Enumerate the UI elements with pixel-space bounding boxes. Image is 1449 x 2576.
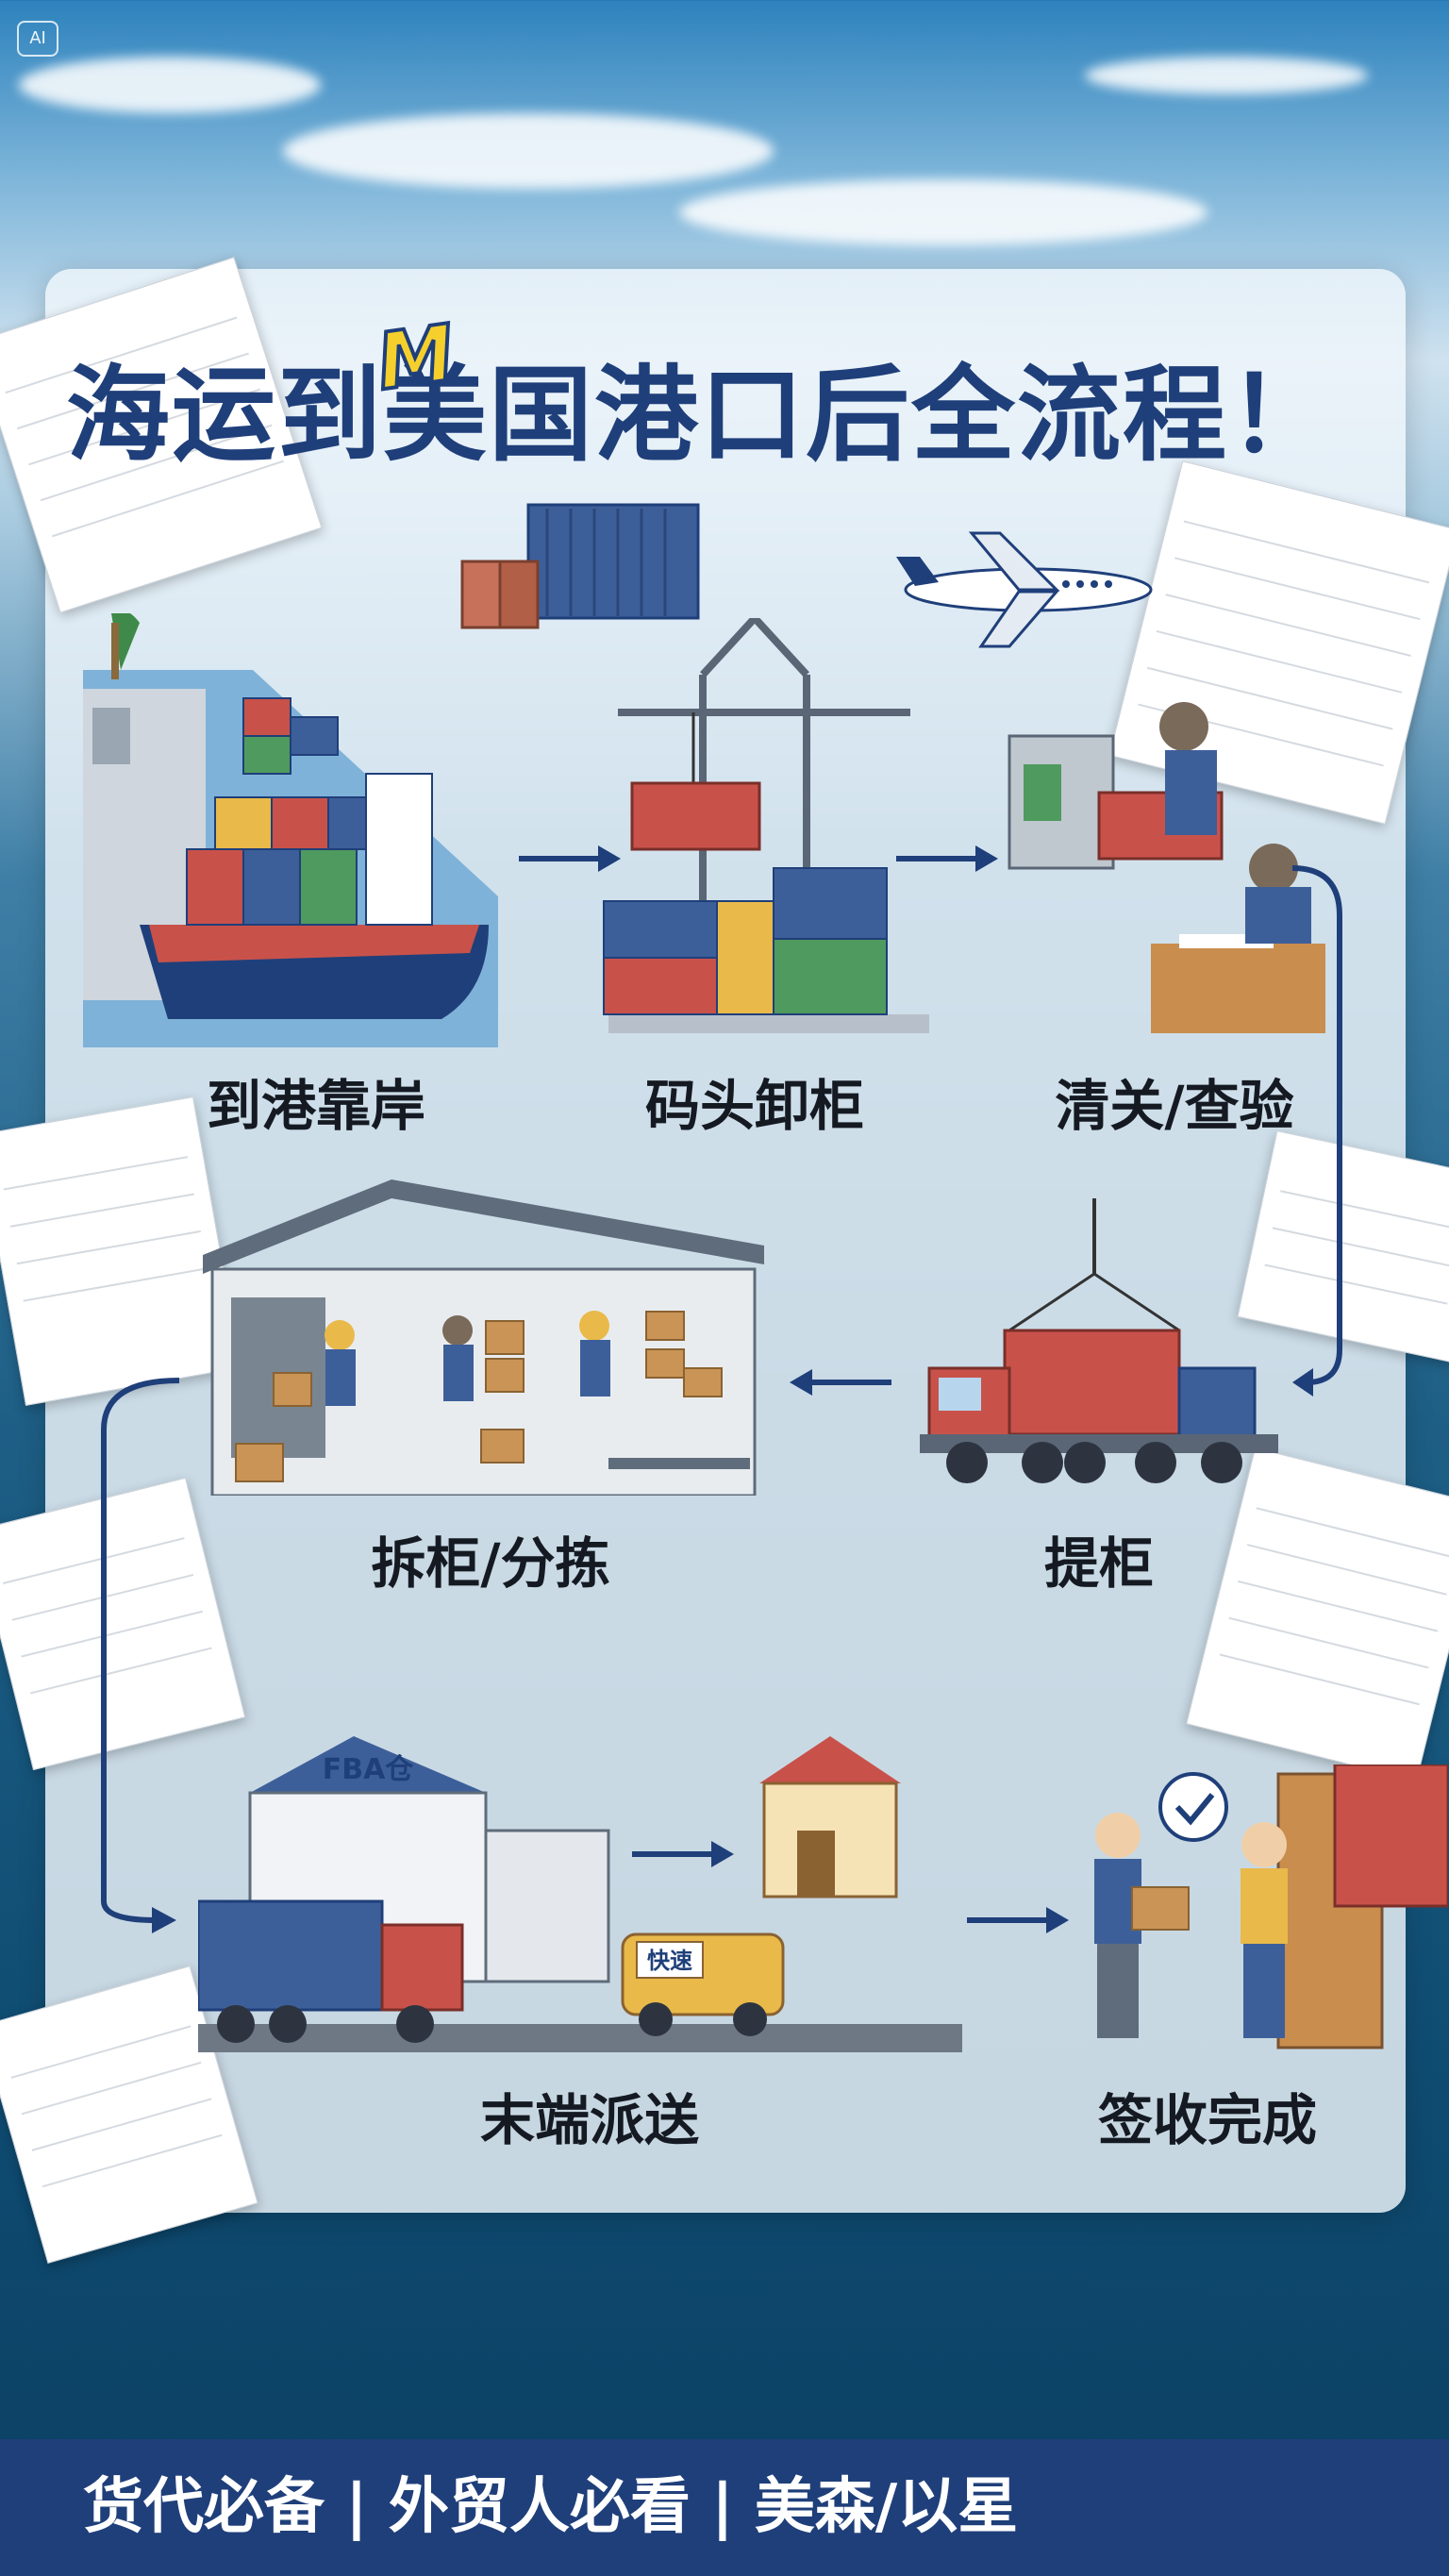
arrow-right-icon	[896, 845, 998, 872]
container-truck-illustration	[920, 1198, 1278, 1483]
crane-illustration	[603, 618, 929, 1033]
ai-badge: AI	[17, 21, 58, 57]
arrow-left-icon	[790, 1369, 891, 1396]
customs-inspection-illustration	[1008, 702, 1325, 1033]
cloud	[679, 179, 1208, 245]
cloud	[283, 113, 774, 189]
title-under-mark: 美	[383, 355, 489, 476]
title-mark: M	[370, 307, 464, 410]
step-label-unloading: 码头卸柜	[644, 1074, 864, 1138]
arrow-right-icon	[632, 1841, 734, 1867]
cargo-ship-illustration	[83, 613, 498, 1047]
top-container-icon	[460, 503, 700, 629]
warehouse-sorting-illustration	[203, 1179, 764, 1496]
step-label-signoff: 签收完成	[1097, 2088, 1317, 2152]
last-mile-delivery-illustration: FBA仓 快速	[198, 1736, 962, 2052]
step-label-devanning: 拆柜/分拣	[371, 1531, 610, 1596]
arrow-right-icon	[519, 845, 621, 872]
title-suffix: 国港口后全流程！	[489, 355, 1334, 476]
footer-text: 货代必备 | 外贸人必看 | 美森/以星	[83, 2472, 1019, 2542]
title-prefix: 海运到	[66, 355, 383, 476]
connector-arrow-icon	[101, 1378, 180, 1933]
step-label-pickup: 提柜	[1043, 1531, 1154, 1596]
arrow-right-icon	[967, 1907, 1069, 1933]
connector-arrow-icon	[1292, 865, 1342, 1397]
step-label-delivery: 末端派送	[479, 2088, 699, 2152]
step-label-arrival: 到港靠岸	[206, 1074, 425, 1138]
step-label-customs: 清关/查验	[1055, 1074, 1294, 1138]
cloud	[1085, 57, 1368, 94]
footer-bar: 货代必备 | 外贸人必看 | 美森/以星	[0, 2439, 1449, 2576]
van-sign: 快速	[647, 1948, 692, 1974]
airplane-icon	[896, 531, 1153, 648]
package-handover-illustration	[1094, 1765, 1448, 2049]
cloud	[19, 57, 321, 113]
warehouse-sign: FBA仓	[323, 1753, 415, 1786]
